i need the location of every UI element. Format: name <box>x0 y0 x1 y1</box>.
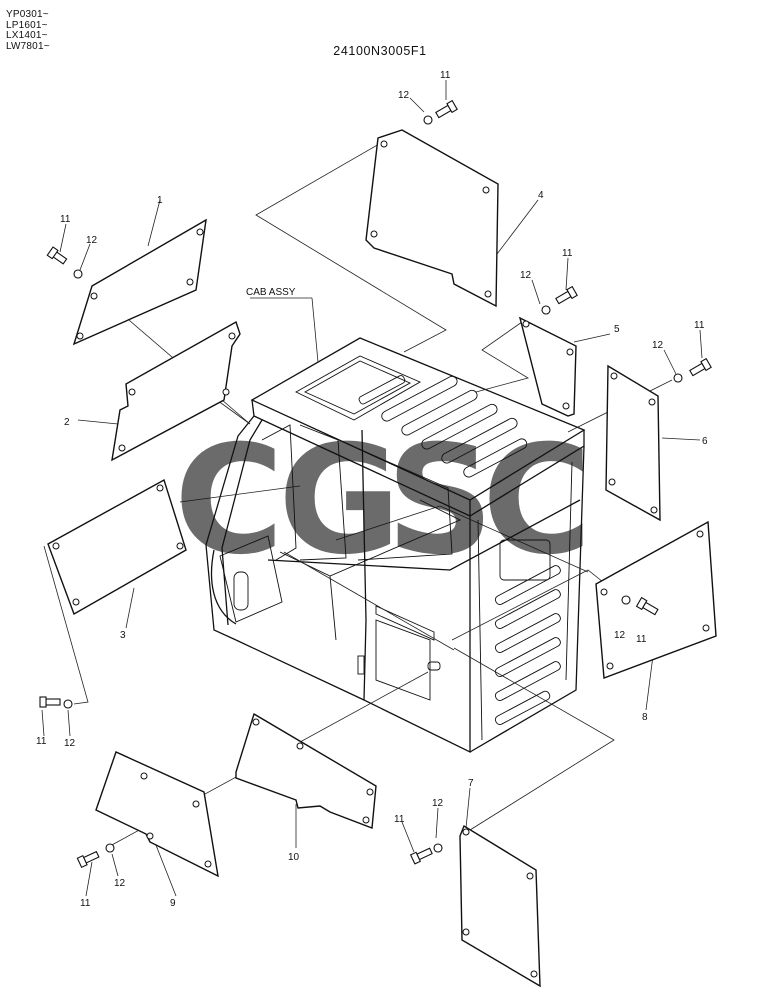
bolt-icon <box>435 99 458 119</box>
panel-9 <box>95 751 219 878</box>
serial-number: LX1401~ <box>6 30 48 41</box>
callout-3: 3 <box>120 630 126 641</box>
callout-washer: 12 <box>432 798 444 809</box>
callout-washer: 12 <box>398 90 410 101</box>
panel-8 <box>595 520 717 679</box>
panel-6 <box>605 364 661 522</box>
panel-10 <box>235 712 377 829</box>
callout-4: 4 <box>538 190 544 201</box>
watermark-logo: C G S C <box>174 414 592 588</box>
bolt-icon <box>689 357 712 377</box>
callout-washer: 12 <box>652 340 664 351</box>
bolt-icon <box>39 696 61 708</box>
cab-assy-label: CAB ASSY <box>246 287 296 298</box>
washer-icon <box>433 843 443 853</box>
callout-2: 2 <box>64 417 70 428</box>
callout-7: 7 <box>468 778 474 789</box>
callout-10: 10 <box>288 852 300 863</box>
watermark-letter: C <box>174 414 284 588</box>
panel-1 <box>72 218 207 346</box>
callout-washer: 12 <box>614 630 626 641</box>
washer-icon <box>541 305 551 315</box>
callout-8: 8 <box>642 712 648 723</box>
serial-number: YP0301~ <box>6 9 49 20</box>
callout-bolt: 11 <box>440 70 451 81</box>
callout-1: 1 <box>157 195 163 206</box>
watermark-letter: G <box>278 414 401 588</box>
callout-bolt: 11 <box>80 898 91 909</box>
callout-labels: 1 2 3 4 5 6 7 8 9 10 CAB ASSY 11 12 11 1… <box>36 70 708 909</box>
panel-3 <box>47 478 187 616</box>
panel-4 <box>365 129 499 308</box>
callout-washer: 12 <box>86 235 98 246</box>
washer-icon <box>621 595 631 605</box>
drawing-number: 24100N3005F1 <box>333 44 427 58</box>
serial-number: LP1601~ <box>6 19 48 31</box>
bolt-icon <box>76 850 100 869</box>
bolt-icon <box>46 246 68 265</box>
callout-9: 9 <box>170 898 176 909</box>
callout-washer: 12 <box>114 878 126 889</box>
callout-bolt: 11 <box>694 320 705 331</box>
callout-bolt: 11 <box>562 248 573 259</box>
bolt-icon <box>409 847 433 865</box>
serial-number: LW7801~ <box>6 40 50 52</box>
panel-5 <box>518 316 577 417</box>
callout-bolt: 11 <box>636 634 647 645</box>
callout-bolt: 11 <box>36 736 47 747</box>
washer-icon <box>423 115 433 125</box>
fasteners <box>39 99 712 869</box>
cab-assembly <box>205 337 586 754</box>
watermark-letter: C <box>482 414 592 588</box>
serial-number-list: YP0301~ LP1601~ LX1401~ LW7801~ <box>6 9 50 52</box>
washer-icon <box>63 699 73 709</box>
watermark-letter: S <box>386 414 494 588</box>
callout-6: 6 <box>702 436 708 447</box>
bolt-icon <box>555 285 578 305</box>
bolt-icon <box>635 596 659 616</box>
washer-icon <box>673 373 683 383</box>
panel-2 <box>111 320 241 462</box>
panel-7 <box>459 824 541 988</box>
callout-bolt: 11 <box>394 814 405 825</box>
washer-icon <box>73 269 83 279</box>
washer-icon <box>105 843 115 853</box>
callout-5: 5 <box>614 324 620 335</box>
callout-bolt: 11 <box>60 214 71 225</box>
callout-washer: 12 <box>520 270 532 281</box>
callout-washer: 12 <box>64 738 76 749</box>
